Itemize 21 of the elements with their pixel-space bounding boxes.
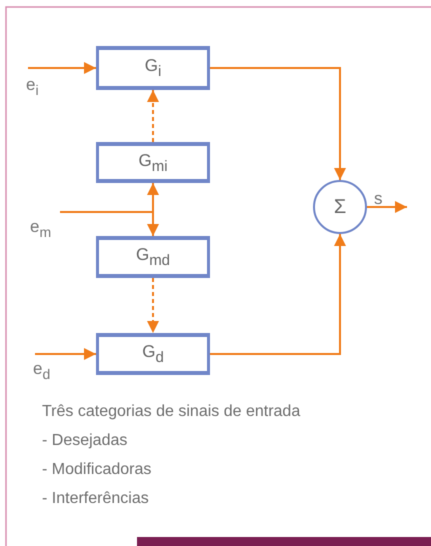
signal-label: e$_{i}$ (26, 76, 39, 97)
arrow (147, 90, 159, 142)
block-box: G$_{i}$ (96, 46, 210, 90)
block-box: G$_{mi}$ (96, 142, 210, 183)
block-box: G$_{d}$ (96, 333, 210, 375)
arrow (367, 201, 407, 213)
arrow (210, 67, 346, 180)
sum-junction-circle: Σ (313, 180, 367, 234)
note-text: - Desejadas (42, 433, 128, 449)
arrow (35, 348, 96, 360)
note-text: Três categorias de sinais de entrada (42, 404, 300, 420)
arrow (147, 278, 159, 333)
signal-label: e$_{d}$ (33, 360, 50, 381)
note-text: - Interferências (42, 491, 149, 507)
signal-label: e$_{m}$ (30, 218, 52, 239)
signal-label: s (374, 190, 382, 207)
arrow (210, 234, 346, 355)
note-text: - Modificadoras (42, 462, 152, 478)
block-box: G$_{md}$ (96, 236, 210, 278)
arrow (28, 62, 96, 74)
arrow (60, 211, 159, 236)
